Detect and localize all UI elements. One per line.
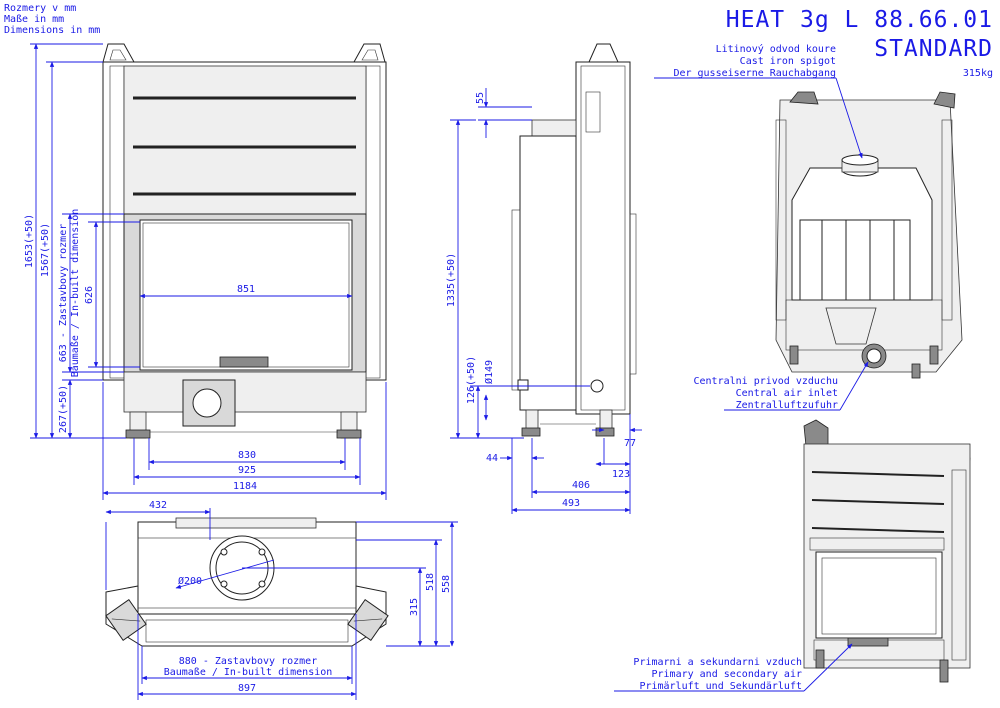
weight-label: 315kg [963,68,993,79]
dim-1335: 1335(+50) [446,253,457,307]
model-title: HEAT 3g L 88.66.01 [726,7,993,33]
dim-1567: 1567(+50) [40,223,51,277]
annotation-spigot: Litinový odvod koure Cast iron spigot De… [654,43,863,159]
dim-925: 925 [238,465,256,476]
units-note-de: Maße in mm [4,14,64,25]
title-block: HEAT 3g L 88.66.01 STANDARD 315kg [726,7,993,79]
units-note-cz: Rozmery v mm [4,3,76,14]
top-view: 432 Ø200 315 518 558 880 - Zastavbovy ro… [105,500,458,700]
front-view: 851 830 925 1184 1653(+50) 1567(+50) 663… [24,43,387,500]
dim-44: 44 [486,453,498,464]
iso-view-upper [775,91,963,379]
iso-primary-air [847,637,889,647]
iso-upper-door [799,219,911,301]
dim-267: 267(+50) [58,385,69,433]
side-foot-left [521,427,541,437]
units-note: Rozmery v mm Maße in mm Dimensions in mm [4,3,100,36]
dim-432: 432 [149,500,167,511]
dim-880: 880 - Zastavbovy rozmer [179,656,317,667]
dim-55: 55 [475,92,486,104]
door-handle [219,356,269,368]
dim-1653: 1653(+50) [24,214,35,268]
dim-626: 626 [84,286,95,304]
dim-558: 558 [441,575,452,593]
dim-315: 315 [409,598,420,616]
prim-sec-label-en: Primary and secondary air [651,669,802,680]
top-front-frame [105,585,387,647]
annotation-central-air: Centralni privod vzduchu Central air inl… [694,361,869,411]
lifting-lug-left [102,43,135,63]
glass-door [139,219,353,371]
prim-sec-label-cz: Primarni a sekundarni vzduch [633,657,802,668]
dim-663-sub: Baumaße / In-built dimension [70,209,81,378]
base-frame [123,371,367,413]
dim-851: 851 [237,284,255,295]
central-air-label-en: Central air inlet [736,388,838,399]
dim-493: 493 [562,498,580,509]
iso-view-lower [803,419,971,683]
spigot-label-de: Der gusseiserne Rauchabgang [673,68,836,79]
prim-sec-label-de: Primärluft und Sekundärluft [639,681,802,692]
convection-panel [123,65,367,215]
side-foot-right [595,427,615,437]
dim-406: 406 [572,480,590,491]
dim-d200: Ø200 [178,575,202,587]
side-view: 55 1335(+50) 126(+50) Ø149 44 77 123 406… [446,43,642,514]
variant-title: STANDARD [874,36,993,62]
dim-123: 123 [612,469,630,480]
spigot-label-cz: Litinový odvod koure [716,43,836,55]
dim-d149: Ø149 [483,360,495,384]
lifting-lug-right [353,43,386,63]
side-lifting-lug [588,43,619,63]
dim-897: 897 [238,683,256,694]
dim-830: 830 [238,450,256,461]
dim-77: 77 [624,438,636,449]
central-air-label-cz: Centralni privod vzduchu [694,376,839,387]
dim-663: 663 - Zastavbovy rozmer [58,224,69,362]
central-air-label-de: Zentralluftzufuhr [736,400,838,411]
foot-right [336,429,362,439]
annotation-primary-secondary-air: Primarni a sekundarni vzduch Primary and… [614,643,853,692]
iso-lower-door [815,551,943,639]
dim-126: 126(+50) [466,356,477,404]
side-firebox [519,135,577,411]
side-body [575,61,631,415]
spigot-label-en: Cast iron spigot [740,56,836,67]
dim-518: 518 [425,573,436,591]
dim-1184: 1184 [233,481,257,492]
foot-left [125,429,151,439]
dim-880-sub: Baumaße / In-built dimension [164,667,333,678]
units-note-en: Dimensions in mm [4,25,100,36]
side-spigot [531,119,577,139]
